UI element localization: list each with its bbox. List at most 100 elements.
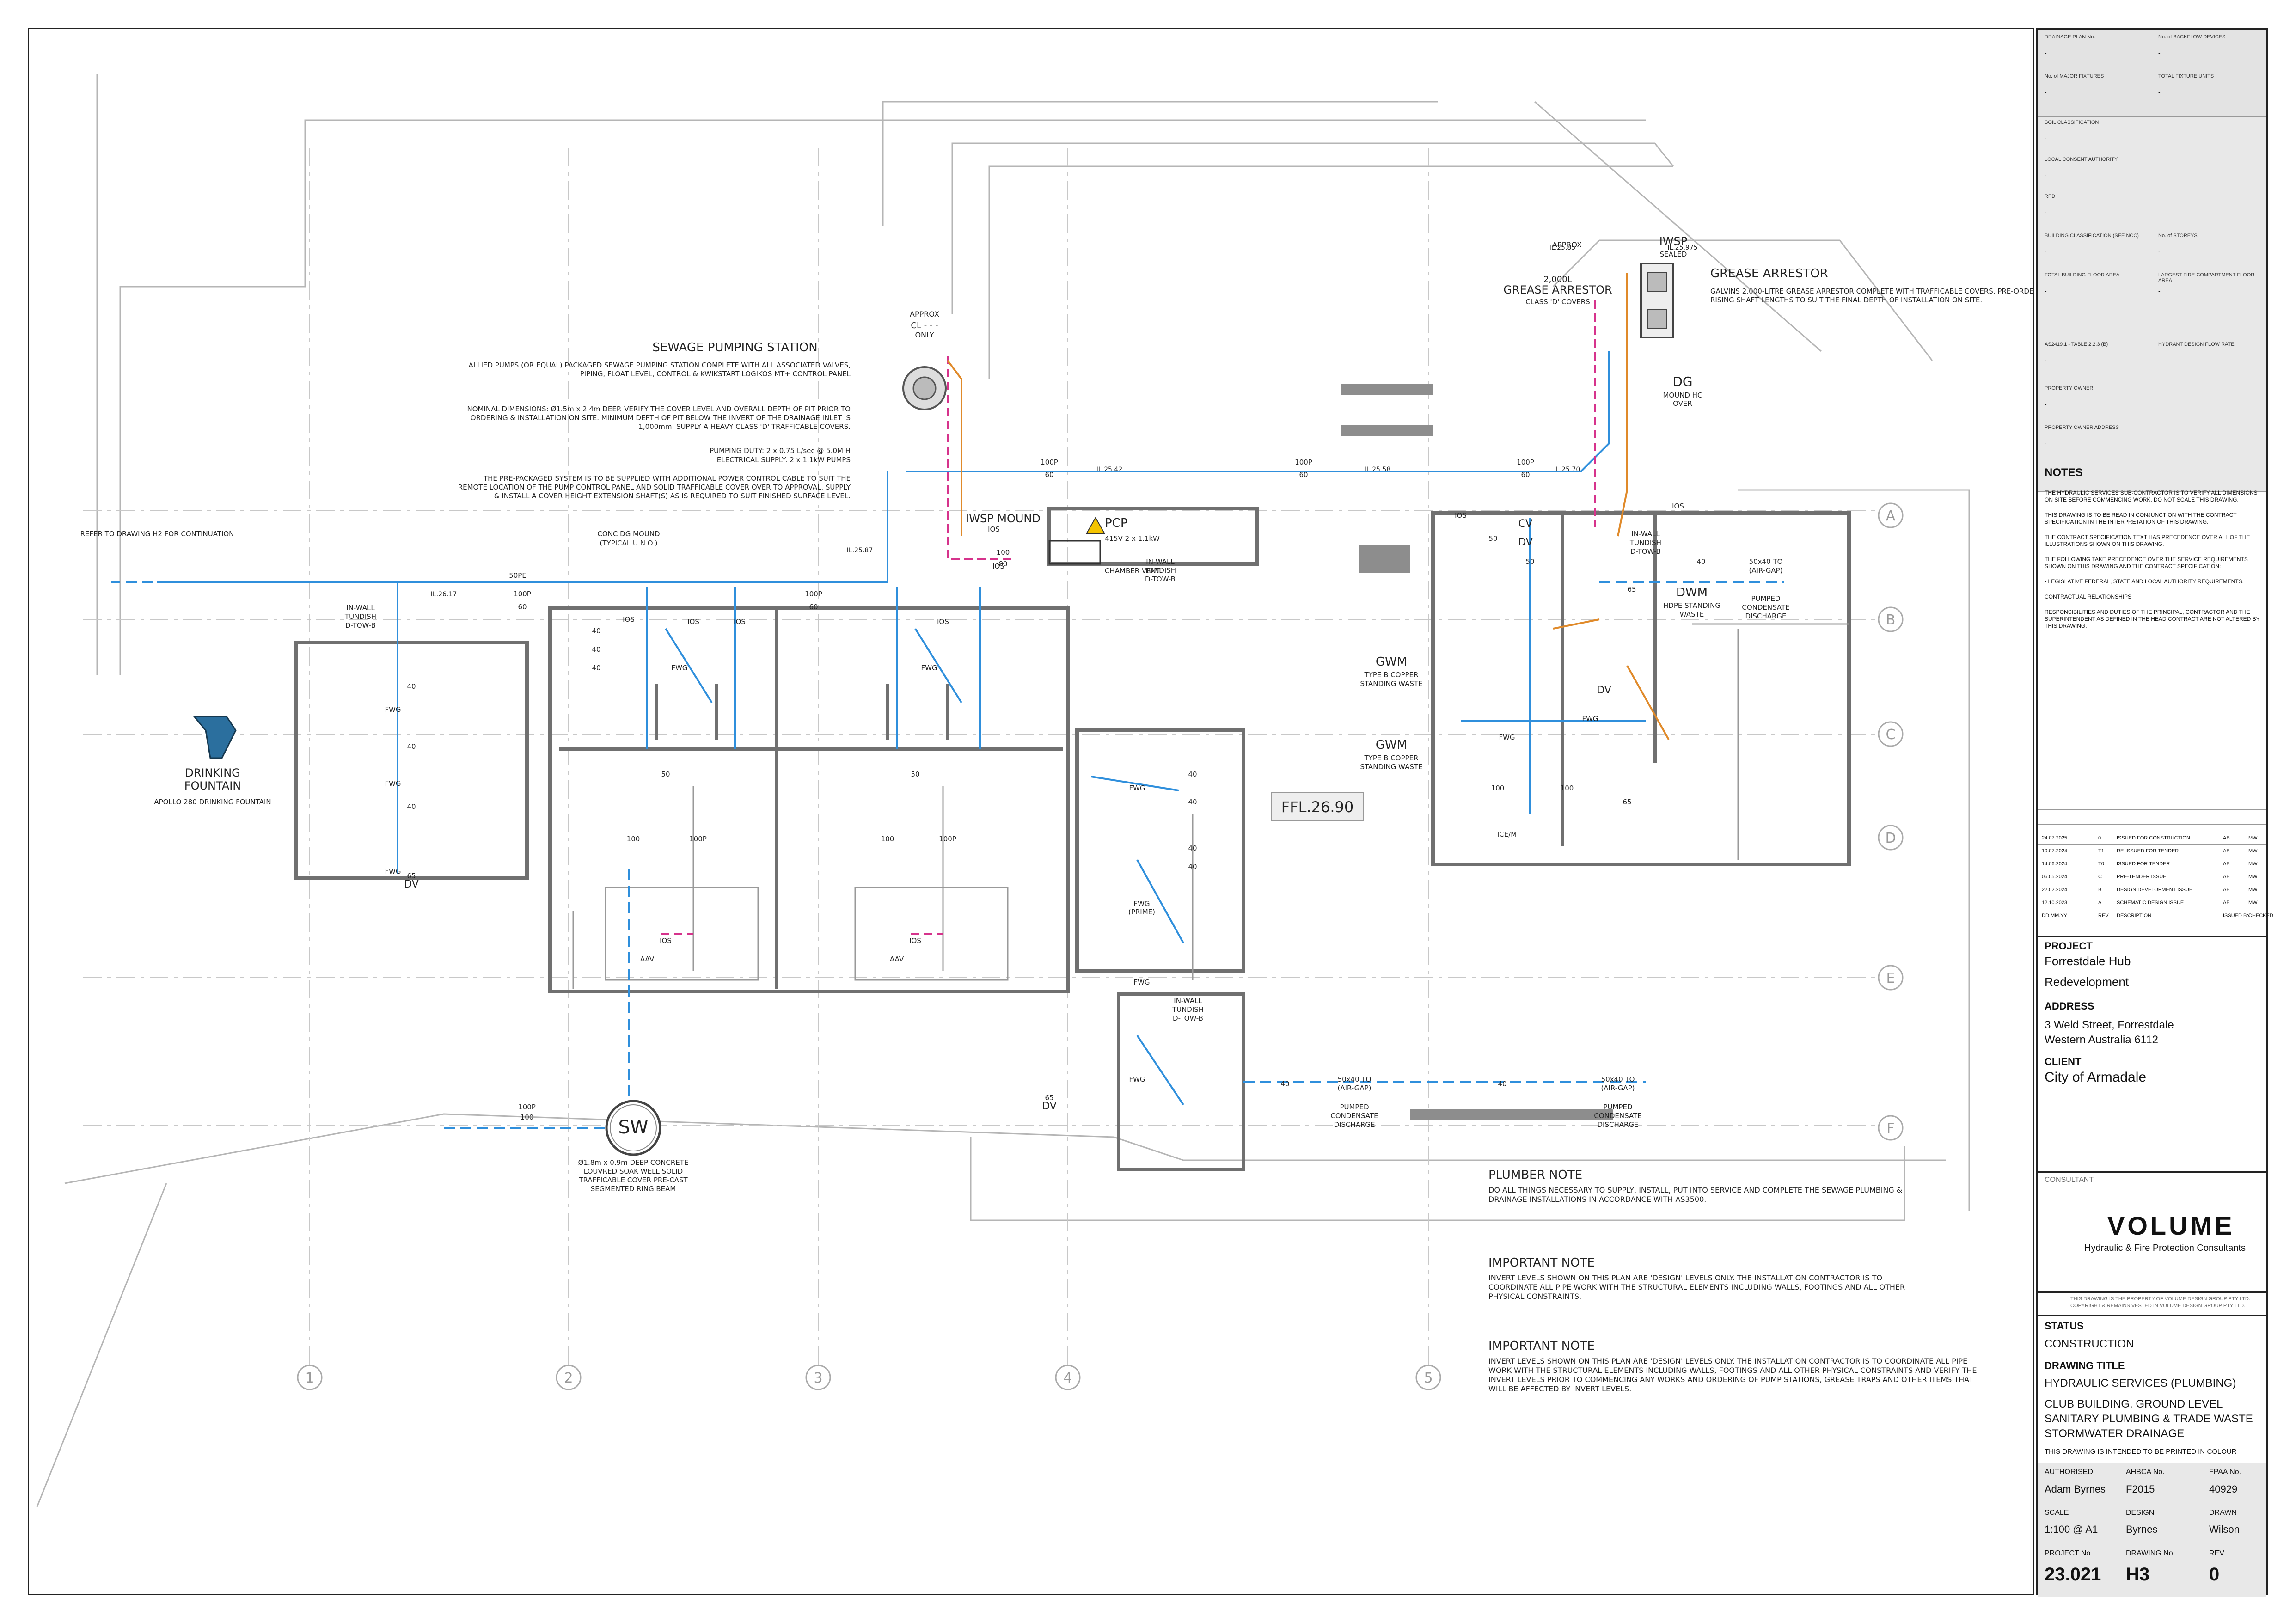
plan-label-fwg: FWG (921, 664, 937, 672)
plan-label-fwg: FWG (671, 664, 687, 672)
copyright-line-2: COPYRIGHT & REMAINS VESTED IN VOLUME DES… (2070, 1303, 2246, 1309)
plan-label-ios: IOS (937, 618, 949, 626)
plan-label-iwsp: IWSP (1659, 235, 1688, 248)
plan-label-ga-class: CLASS 'D' COVERS (1525, 298, 1590, 306)
plan-label-fwg-prime: FWG(PRIME) (1128, 900, 1155, 916)
plan-label-sealed: SEALED (1660, 250, 1687, 258)
plan-label-fwg: FWG (385, 779, 401, 788)
plan-label-fwg: FWG (1133, 978, 1150, 986)
drawing-title-4: STORMWATER DRAINAGE (2045, 1427, 2185, 1440)
plan-label-pipe-40: 40 (1280, 1080, 1289, 1088)
grid-bubble-5 (1415, 1365, 1441, 1390)
plan-label-pipe-100p: 100P (939, 835, 956, 843)
revision-cell: MW (2248, 874, 2258, 880)
plan-label-aav: AAV (640, 955, 655, 963)
condensate-pipes (111, 581, 1784, 1129)
hatched-areas (1341, 384, 1613, 1120)
plan-label-pipe-40: 40 (1696, 557, 1705, 566)
plan-label-pipe-100p: 100P (1041, 458, 1058, 466)
client-name: City of Armadale (2045, 1070, 2147, 1085)
plan-label-pipe-40: 40 (1188, 798, 1197, 806)
plan-label-invert-6: IL.25.85 (1549, 244, 1575, 251)
drawn-value: Wilson (2209, 1524, 2240, 1535)
title-field-value: - (2045, 356, 2047, 364)
plan-label-gwm: GWM (1376, 655, 1407, 669)
revision-cell: AB (2223, 861, 2230, 867)
revision-cell: MW (2248, 848, 2258, 854)
plan-label-air-gap: 50x40 TO(AIR-GAP) (1749, 557, 1782, 575)
revision-cell: 0 (2098, 835, 2101, 841)
address-line-1: 3 Weld Street, Forrestdale (2045, 1019, 2174, 1031)
plan-label-plumber-note-title: PLUMBER NOTE (1488, 1168, 1582, 1182)
note-item: THIS DRAWING IS TO BE READ IN CONJUNCTIO… (2045, 512, 2237, 525)
revision-cell: REV (2098, 913, 2109, 918)
note-item: THE CONTRACT SPECIFICATION TEXT HAS PREC… (2045, 534, 2250, 547)
title-field-label: LARGEST FIRE COMPARTMENT FLOOR AREA (2158, 272, 2255, 283)
plan-label-iwsp-mound: IWSP MOUND (966, 512, 1041, 525)
title-field-value: - (2045, 440, 2047, 447)
title-field-value: - (2045, 208, 2047, 216)
plan-label-pipe-60: 60 (1521, 471, 1530, 479)
project-label: PROJECT (2045, 940, 2093, 952)
grid-label-col: 4 (1063, 1370, 1072, 1386)
plan-label-dwm: DWM (1676, 586, 1708, 600)
plan-label-pipe-50pe: 50PE (509, 571, 527, 580)
plan-label-dv: DV (1597, 685, 1611, 696)
title-field-label: SOIL CLASSIFICATION (2045, 120, 2099, 125)
title-field-value: - (2158, 287, 2161, 294)
plan-label-pipe-50: 50 (1525, 557, 1534, 566)
note-item: • LEGISLATIVE FEDERAL, STATE AND LOCAL A… (2045, 578, 2244, 585)
plan-label-ga-name: GREASE ARRESTOR (1503, 283, 1612, 296)
colour-note: THIS DRAWING IS INTENDED TO BE PRINTED I… (2045, 1448, 2237, 1456)
note-item: CONTRACTUAL RELATIONSHIPS (2045, 594, 2132, 600)
plan-label-ffl: FFL.26.90 (1281, 798, 1353, 816)
grid-label-row: C (1886, 727, 1896, 743)
plan-label-fwg: FWG (1129, 784, 1145, 792)
plan-label-pipe-60: 60 (1045, 471, 1053, 479)
address-label: ADDRESS (2045, 1000, 2094, 1012)
plan-label-fwg: FWG (1129, 1075, 1145, 1083)
plan-label-fwg: FWG (1499, 733, 1515, 741)
plan-label-grease-arrestor: GREASE ARRESTOR (1710, 267, 1828, 281)
plan-label-ios: IOS (992, 562, 1004, 570)
grid-bubbles (297, 502, 1904, 1390)
title-field-label: LOCAL CONSENT AUTHORITY (2045, 157, 2118, 162)
revision-cell: SCHEMATIC DESIGN ISSUE (2117, 900, 2184, 906)
plan-label-approx-cl: APPROX (910, 310, 939, 318)
plan-label-dv: DV (1518, 537, 1533, 548)
plan-label-pipe-40: 40 (1188, 844, 1197, 852)
ahbca-label: AHBCA No. (2126, 1468, 2165, 1476)
plan-label-gwm: GWM (1376, 738, 1407, 752)
title-field-label: AS2419.1 - TABLE 2.2.3 (B) (2045, 342, 2108, 347)
revision-blank-row (2038, 817, 2266, 825)
title-field-label: No. of STOREYS (2158, 233, 2198, 239)
plan-label-invert-7: IL.25.975 (1667, 244, 1697, 251)
revision-cell: MW (2248, 835, 2258, 841)
drawing-title-3: SANITARY PLUMBING & TRADE WASTE (2045, 1413, 2253, 1425)
revision-blank-row (2038, 802, 2266, 810)
project-no-value: 23.021 (2045, 1564, 2101, 1585)
plan-label-pipe-100p: 100P (805, 590, 822, 598)
plan-label-cl: CL - - - (911, 321, 938, 331)
plan-label-pipe-100: 100 (1491, 784, 1505, 792)
plan-label-invert-4: IL.25.58 (1365, 466, 1390, 473)
grid-label-row: E (1886, 970, 1895, 986)
plan-label-dg: DG (1672, 374, 1692, 389)
revision-cell: 14.06.2024 (2042, 861, 2068, 867)
fpaa-label: FPAA No. (2209, 1468, 2241, 1476)
scale-value: 1:100 @ A1 (2045, 1524, 2098, 1535)
plan-label-invert-5: IL.25.70 (1554, 466, 1580, 473)
plan-label-pipe-40: 40 (407, 742, 416, 751)
plan-label-ios: IOS (988, 525, 1000, 533)
revision-cell: AB (2223, 900, 2230, 906)
revision-cell: PRE-TENDER ISSUE (2117, 874, 2167, 880)
